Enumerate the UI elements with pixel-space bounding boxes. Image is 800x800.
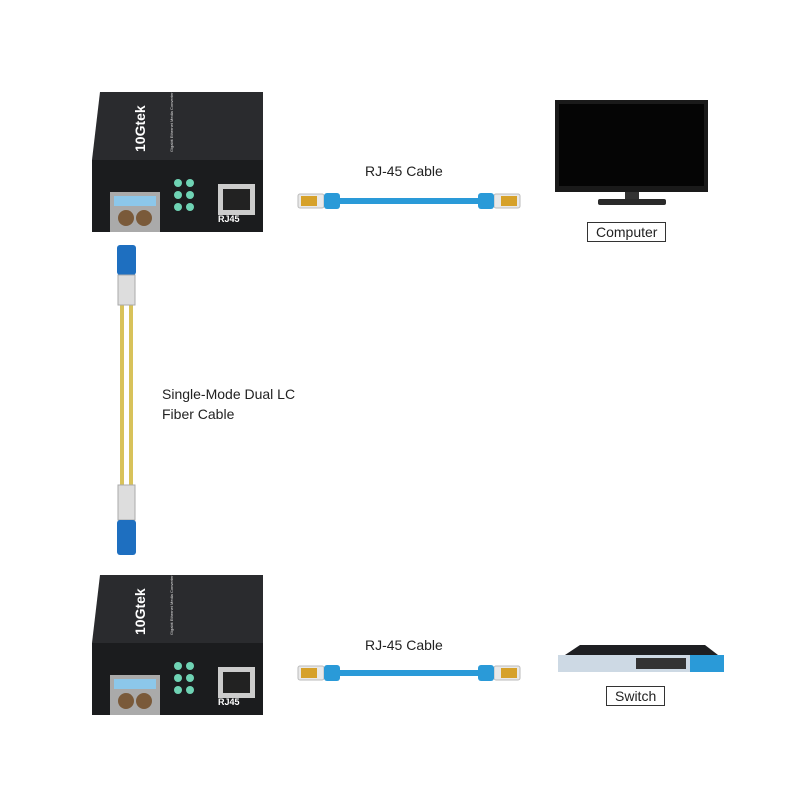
brand-logo-top: 10Gtek [132,105,148,152]
media-converter-bottom [92,575,263,715]
rj45-cable-label-bottom: RJ-45 Cable [365,637,443,653]
rj45-cable-top [297,192,521,210]
rj45-cable-bottom [297,664,521,682]
switch-label: Switch [606,686,666,706]
rj45-port-label-bottom: RJ45 [218,697,240,707]
device-subtitle-top: Gigabit Ethernet Media Converter [169,92,174,152]
fiber-cable [117,245,136,555]
media-converter-top [92,92,263,232]
brand-logo-bottom: 10Gtek [132,588,148,635]
device-subtitle-bottom: Gigabit Ethernet Media Converter [169,575,174,635]
network-switch [558,645,724,672]
computer-label: Computer [587,222,667,242]
computer-monitor [555,100,708,205]
fiber-cable-label-line2: Fiber Cable [162,406,235,422]
fiber-cable-label-line1: Single-Mode Dual LC [162,386,296,402]
rj45-port-label-top: RJ45 [218,214,240,224]
rj45-cable-label-top: RJ-45 Cable [365,163,443,179]
